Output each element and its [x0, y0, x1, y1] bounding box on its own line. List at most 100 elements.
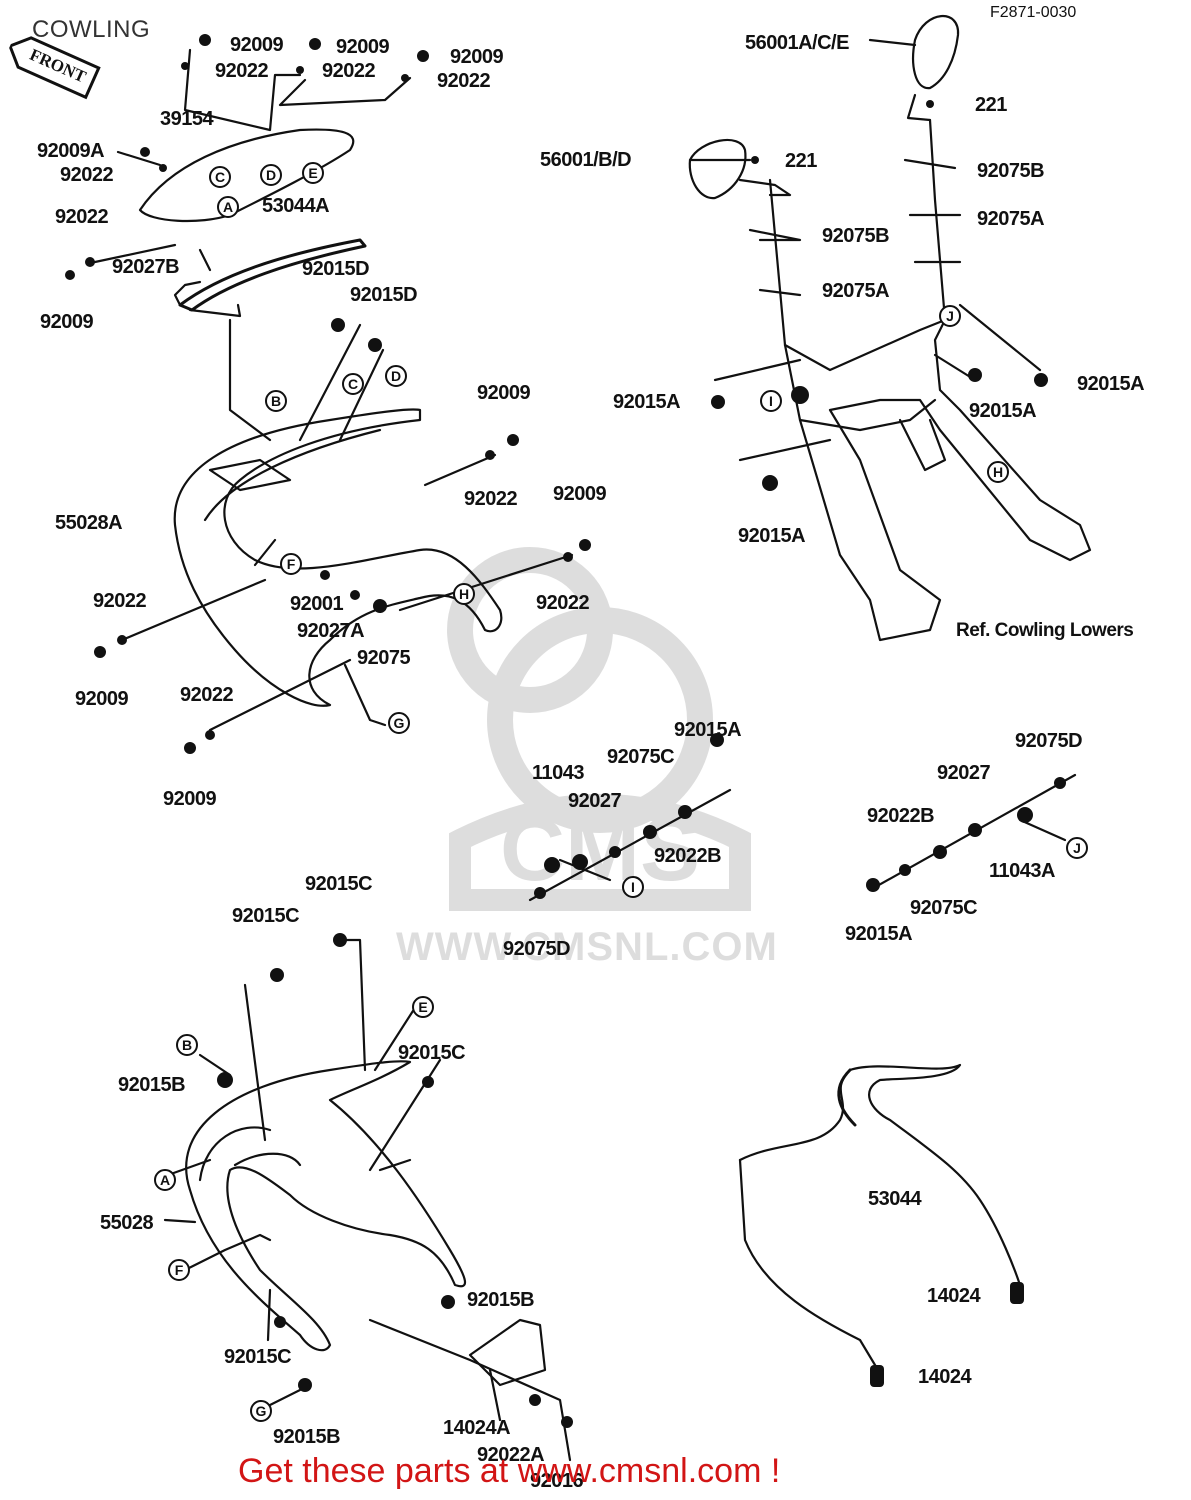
part-number-label: 92015D: [350, 284, 418, 306]
promo-text[interactable]: Get these parts at www.cmsnl.com !: [238, 1452, 781, 1490]
reference-marker: I: [622, 876, 644, 898]
part-number-label: 92022: [60, 164, 114, 186]
reference-marker: C: [209, 166, 231, 188]
part-number-label: 92075: [357, 647, 411, 669]
page-title: COWLING: [32, 16, 151, 43]
reference-marker: B: [265, 390, 287, 412]
part-number-label: 39154: [160, 108, 214, 130]
part-number-label: 92027B: [112, 256, 180, 278]
part-number-label: 92022: [93, 590, 147, 612]
lower-cowling-55028: [185, 1060, 466, 1352]
reference-marker: I: [760, 390, 782, 412]
reference-marker: C: [342, 373, 364, 395]
part-number-label: 92009: [75, 688, 129, 710]
part-number-label: 92015B: [467, 1289, 535, 1311]
trim-strip-53044A: [178, 238, 367, 312]
ref-note: Ref. Cowling Lowers: [956, 620, 1134, 641]
part-number-label: 14024A: [443, 1417, 511, 1439]
part-number-label: 92009: [450, 46, 504, 68]
part-number-label: 92015A: [969, 400, 1037, 422]
cms-logo-watermark-icon: CMS: [447, 547, 751, 911]
part-number-label: 92015C: [232, 905, 300, 927]
part-number-label: 92027: [937, 762, 991, 784]
part-number-label: 92075A: [977, 208, 1045, 230]
reference-marker: G: [388, 712, 410, 734]
front-arrow-shape: [8, 36, 101, 100]
part-number-label: 11043A: [989, 860, 1055, 882]
part-number-label: 92075B: [822, 225, 890, 247]
part-number-label: 92009: [40, 311, 94, 333]
part-number-label: 56001A/C/E: [745, 32, 849, 54]
part-number-label: 14024: [918, 1366, 972, 1388]
upper-cowling-55028A: [173, 408, 503, 707]
part-number-label: 92022B: [654, 845, 722, 867]
part-number-label: 92022: [322, 60, 376, 82]
part-number-label: 92009: [336, 36, 390, 58]
reference-marker: A: [154, 1169, 176, 1191]
part-number-label: 92022: [464, 488, 518, 510]
part-number-label: 92022: [55, 206, 109, 228]
part-number-label: 92015C: [224, 1346, 292, 1368]
watermark-logo-text: CMS: [500, 800, 700, 900]
part-number-label: 92009: [553, 483, 607, 505]
part-number-label: 92009: [230, 34, 284, 56]
part-number-label: 92016: [530, 1470, 584, 1492]
part-number-label: 92022: [536, 592, 590, 614]
part-number-label: 92015B: [273, 1426, 341, 1448]
part-number-label: 53044A: [262, 195, 330, 217]
part-number-label: 92009: [477, 382, 531, 404]
reference-marker: D: [385, 365, 407, 387]
part-number-label: 92075C: [910, 897, 978, 919]
reference-marker: B: [176, 1034, 198, 1056]
diagram-code: F2871-0030: [990, 4, 1077, 21]
part-number-label: 92001: [290, 593, 344, 615]
part-number-label: 56001/B/D: [540, 149, 632, 171]
part-number-label: 92075A: [822, 280, 890, 302]
reference-marker: D: [260, 164, 282, 186]
part-number-label: 92075C: [607, 746, 675, 768]
part-number-label: 55028A: [55, 512, 123, 534]
part-number-label: 92027: [568, 790, 622, 812]
part-number-label: 92009: [163, 788, 217, 810]
part-number-label: 92015C: [398, 1042, 466, 1064]
part-number-label: 55028: [100, 1212, 154, 1234]
part-number-label: 221: [785, 150, 817, 172]
part-number-label: 92015A: [613, 391, 681, 413]
cover-14024A: [468, 1318, 547, 1387]
mirror-56001ACE: [912, 15, 960, 90]
part-number-label: 92022: [180, 684, 234, 706]
part-number-label: 92022: [215, 60, 269, 82]
part-number-label: 92015A: [738, 525, 806, 547]
mirror-56001BD: [688, 138, 747, 200]
part-number-label: 221: [975, 94, 1007, 116]
part-number-label: 92075B: [977, 160, 1045, 182]
part-number-label: 92075D: [503, 938, 571, 960]
part-number-label: 14024: [927, 1285, 981, 1307]
reference-marker: E: [302, 162, 324, 184]
part-number-label: 11043: [532, 762, 585, 784]
reference-marker: G: [250, 1400, 272, 1422]
part-number-label: 92022A: [477, 1444, 545, 1466]
windscreen-39154: [138, 128, 355, 223]
reference-marker: J: [1066, 837, 1088, 859]
part-number-label: 53044: [868, 1188, 922, 1210]
reference-marker: H: [453, 583, 475, 605]
front-arrow-icon: FRONT: [3, 30, 102, 100]
reference-marker: E: [412, 996, 434, 1018]
watermark-text: WWW.CMSNL.COM: [396, 925, 778, 969]
reference-marker: H: [987, 461, 1009, 483]
part-number-label: 92015A: [674, 719, 742, 741]
reference-marker: J: [939, 305, 961, 327]
part-number-label: 92015B: [118, 1074, 186, 1096]
reference-marker: F: [280, 553, 302, 575]
part-number-label: 92015D: [302, 258, 370, 280]
part-number-label: 92027A: [297, 620, 365, 642]
reference-marker: A: [217, 196, 239, 218]
part-number-label: 92022B: [867, 805, 935, 827]
part-number-label: 92022: [437, 70, 491, 92]
part-number-label: 92015A: [845, 923, 913, 945]
reference-marker: F: [168, 1259, 190, 1281]
